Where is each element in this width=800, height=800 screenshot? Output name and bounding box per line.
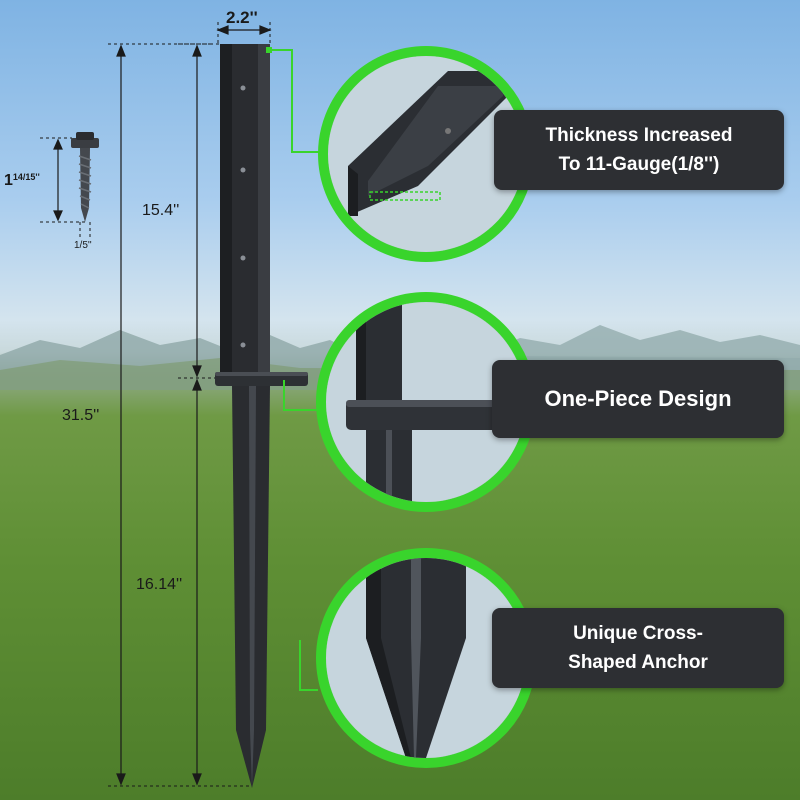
callout-anchor: Unique Cross- Shaped Anchor — [492, 608, 784, 688]
screw-drawing — [71, 132, 99, 222]
width-label: 2.2'' — [226, 8, 258, 27]
screw-length-whole: 1 — [4, 172, 13, 189]
flange-closeup — [326, 302, 526, 502]
lower-height-label: 16.14'' — [136, 576, 183, 593]
upper-height-label: 15.4'' — [142, 202, 180, 219]
callout-anchor-line2: Shaped Anchor — [568, 652, 708, 673]
callout-thickness: Thickness Increased To 11-Gauge(1/8'') — [494, 110, 784, 190]
callout-thickness-line1: Thickness Increased — [545, 124, 733, 146]
detail-circle-one-piece — [316, 292, 536, 512]
screw-length-fraction: 14/15'' — [12, 172, 40, 182]
callout-one-piece: One-Piece Design — [492, 360, 784, 438]
callout-one-piece-line1: One-Piece Design — [544, 385, 732, 411]
screw-length-label: 114/15'' — [4, 172, 40, 190]
total-height-label: 31.5'' — [62, 407, 100, 424]
detail-circle-anchor — [316, 548, 536, 768]
screw-diameter-label: 1/5'' — [74, 240, 92, 251]
anchor-closeup — [326, 558, 526, 758]
channel-closeup — [328, 56, 524, 252]
callout-thickness-line2: To 11-Gauge(1/8'') — [558, 154, 720, 175]
callout-anchor-line1: Unique Cross- — [573, 622, 703, 644]
